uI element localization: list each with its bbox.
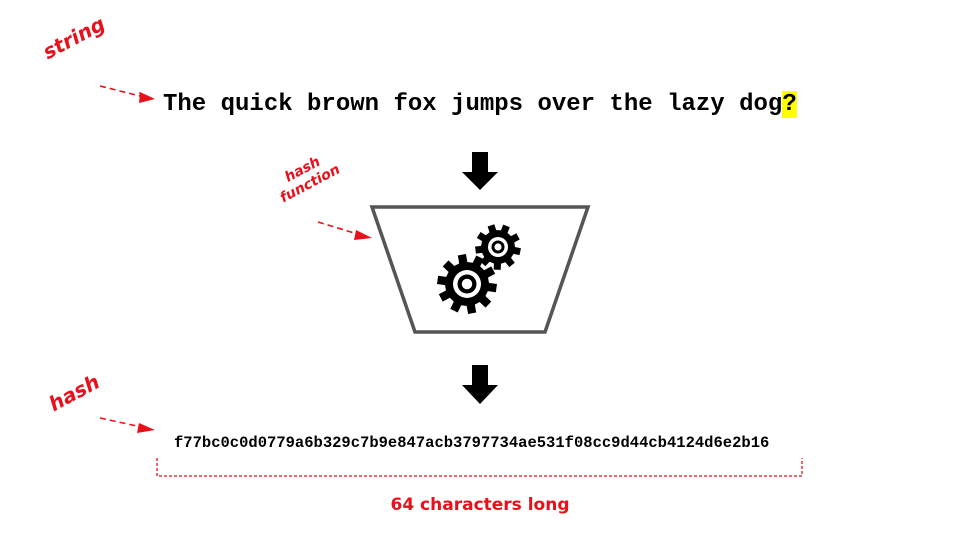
gear-axle (461, 278, 473, 290)
small-gear-icon (475, 224, 521, 270)
arrow-down-icon (462, 365, 498, 404)
string-pointer-arrow (99, 85, 155, 103)
hash-function-pointer-arrow (317, 221, 372, 240)
hash-output: f77bc0c0d0779a6b329c7b9e847acb3797734ae5… (174, 434, 770, 452)
arrow-down-icon (462, 152, 498, 190)
input-string: The quick brown fox jumps over the lazy … (163, 90, 797, 120)
length-annotation: 64 characters long (390, 495, 570, 515)
gear-axle (494, 243, 502, 251)
large-gear-icon (437, 254, 497, 314)
gears-icon (437, 224, 521, 314)
length-bracket (156, 458, 803, 477)
hash-pointer-arrow (99, 417, 155, 433)
funnel-icon (369, 205, 591, 334)
annotation-arrows (99, 85, 372, 433)
highlighted-character: ? (782, 91, 797, 118)
input-text: The quick brown fox jumps over the lazy … (163, 91, 783, 118)
